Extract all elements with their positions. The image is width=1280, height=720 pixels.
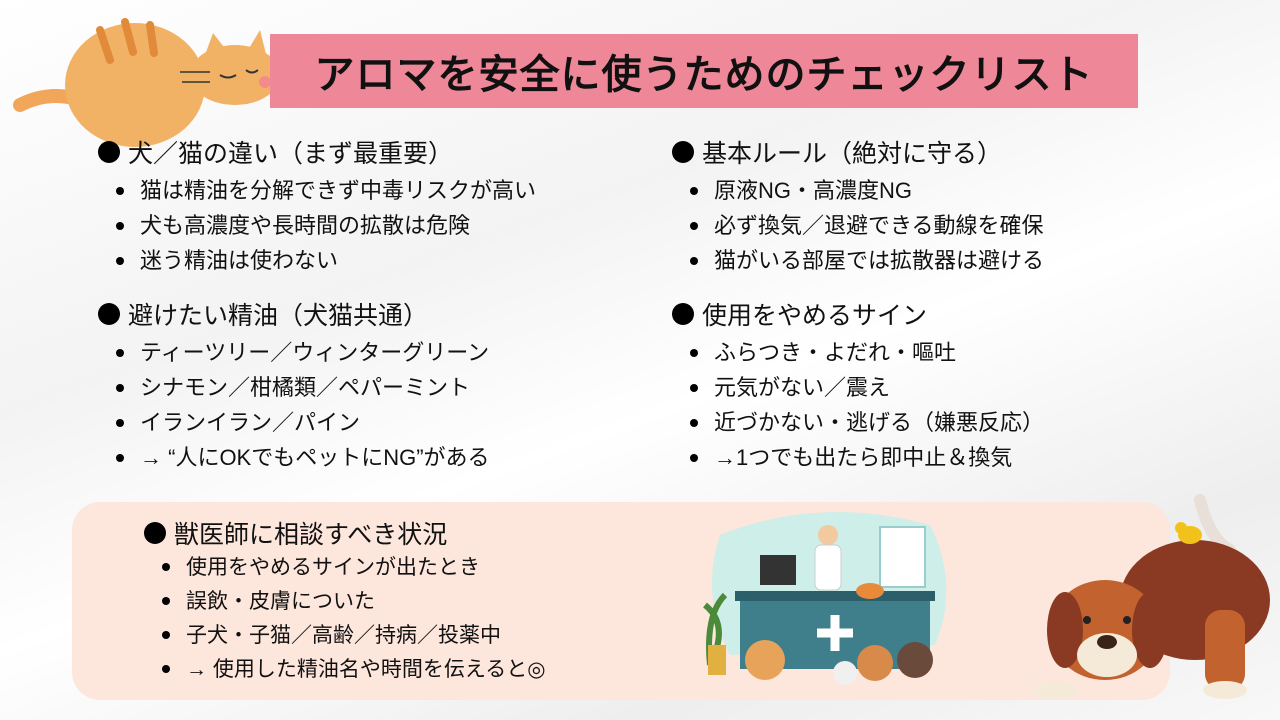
- section-heading: 犬／猫の違い（まず最重要）: [128, 140, 454, 168]
- section-heading: 避けたい精油（犬猫共通）: [128, 302, 429, 330]
- list-item: 元気がない／震え: [690, 370, 1044, 405]
- page-title: アロマを安全に使うためのチェックリスト: [314, 53, 1094, 97]
- list-item: 使用をやめるサインが出たとき: [162, 550, 546, 584]
- list-item-text: → “人にOKでもペットにNG”がある: [140, 445, 490, 470]
- dog-with-bird-illustration: [1033, 494, 1270, 699]
- page-title-banner: アロマを安全に使うためのチェックリスト: [270, 34, 1138, 108]
- list-item-text: シナモン／柑橘類／ペパーミント: [140, 375, 471, 400]
- section-oils-to-avoid: 避けたい精油（犬猫共通） ティーツリー／ウィンターグリーン シナモン／柑橘類／ペ…: [98, 297, 490, 475]
- sleeping-cat-illustration: [13, 18, 280, 147]
- section-basic-rules: 基本ルール（絶対に守る） 原液NG・高濃度NG 必ず換気／退避できる動線を確保 …: [672, 135, 1044, 278]
- list-item-text: イランイラン／パイン: [140, 410, 361, 435]
- list-item: 子犬・子猫／高齢／持病／投薬中: [162, 618, 546, 652]
- list-item-text: ふらつき・よだれ・嘔吐: [714, 340, 957, 365]
- list-item-text: 犬も高濃度や長時間の拡散は危険: [140, 213, 471, 238]
- list-item: イランイラン／パイン: [116, 405, 490, 440]
- list-item-text: → 使用した精油名や時間を伝えると◎: [186, 657, 546, 681]
- list-item: ふらつき・よだれ・嘔吐: [690, 335, 1044, 370]
- list-item: 必ず換気／退避できる動線を確保: [690, 208, 1044, 243]
- list-item-text: 誤飲・皮膚についた: [186, 589, 375, 613]
- list-item: ティーツリー／ウィンターグリーン: [116, 335, 490, 370]
- section-vet-consult: 獣医師に相談すべき状況 使用をやめるサインが出たとき 誤飲・皮膚についた 子犬・…: [144, 516, 546, 686]
- list-item-text: 原液NG・高濃度NG: [714, 178, 913, 203]
- section-stop-signs: 使用をやめるサイン ふらつき・よだれ・嘔吐 元気がない／震え 近づかない・逃げる…: [672, 297, 1044, 475]
- vet-consult-box: [72, 502, 1170, 700]
- list-item: 誤飲・皮膚についた: [162, 584, 546, 618]
- heading-bullet-icon: [98, 303, 120, 325]
- list-item-text: 猫がいる部屋では拡散器は避ける: [714, 248, 1045, 273]
- list-item: → 使用した精油名や時間を伝えると◎: [162, 652, 546, 686]
- list-item: →1つでも出たら即中止＆換気: [690, 440, 1044, 475]
- list-item-text: 猫は精油を分解できず中毒リスクが高い: [140, 178, 537, 203]
- heading-bullet-icon: [672, 303, 694, 325]
- list-item-text: 元気がない／震え: [714, 375, 891, 400]
- list-item-text: →1つでも出たら即中止＆換気: [714, 445, 1013, 470]
- list-item: → “人にOKでもペットにNG”がある: [116, 440, 490, 475]
- list-item-text: 必ず換気／退避できる動線を確保: [714, 213, 1044, 238]
- list-item-text: 迷う精油は使わない: [140, 248, 339, 273]
- section-heading: 使用をやめるサイン: [702, 302, 928, 330]
- list-item-text: 子犬・子猫／高齢／持病／投薬中: [186, 623, 501, 647]
- list-item: 近づかない・逃げる（嫌悪反応）: [690, 405, 1044, 440]
- list-item: 犬も高濃度や長時間の拡散は危険: [116, 208, 536, 243]
- heading-bullet-icon: [672, 141, 694, 163]
- section-heading: 獣医師に相談すべき状況: [174, 521, 448, 549]
- heading-bullet-icon: [144, 522, 166, 544]
- list-item-text: ティーツリー／ウィンターグリーン: [140, 340, 490, 365]
- heading-bullet-icon: [98, 141, 120, 163]
- list-item-text: 近づかない・逃げる（嫌悪反応）: [714, 410, 1045, 435]
- list-item: 猫は精油を分解できず中毒リスクが高い: [116, 173, 536, 208]
- list-item: 猫がいる部屋では拡散器は避ける: [690, 243, 1044, 278]
- list-item: シナモン／柑橘類／ペパーミント: [116, 370, 490, 405]
- list-item-text: 使用をやめるサインが出たとき: [186, 555, 480, 579]
- section-dog-cat-difference: 犬／猫の違い（まず最重要） 猫は精油を分解できず中毒リスクが高い 犬も高濃度や長…: [98, 135, 536, 278]
- section-heading: 基本ルール（絶対に守る）: [702, 140, 1003, 168]
- list-item: 原液NG・高濃度NG: [690, 173, 1044, 208]
- vet-clinic-illustration: [702, 512, 947, 685]
- list-item: 迷う精油は使わない: [116, 243, 536, 278]
